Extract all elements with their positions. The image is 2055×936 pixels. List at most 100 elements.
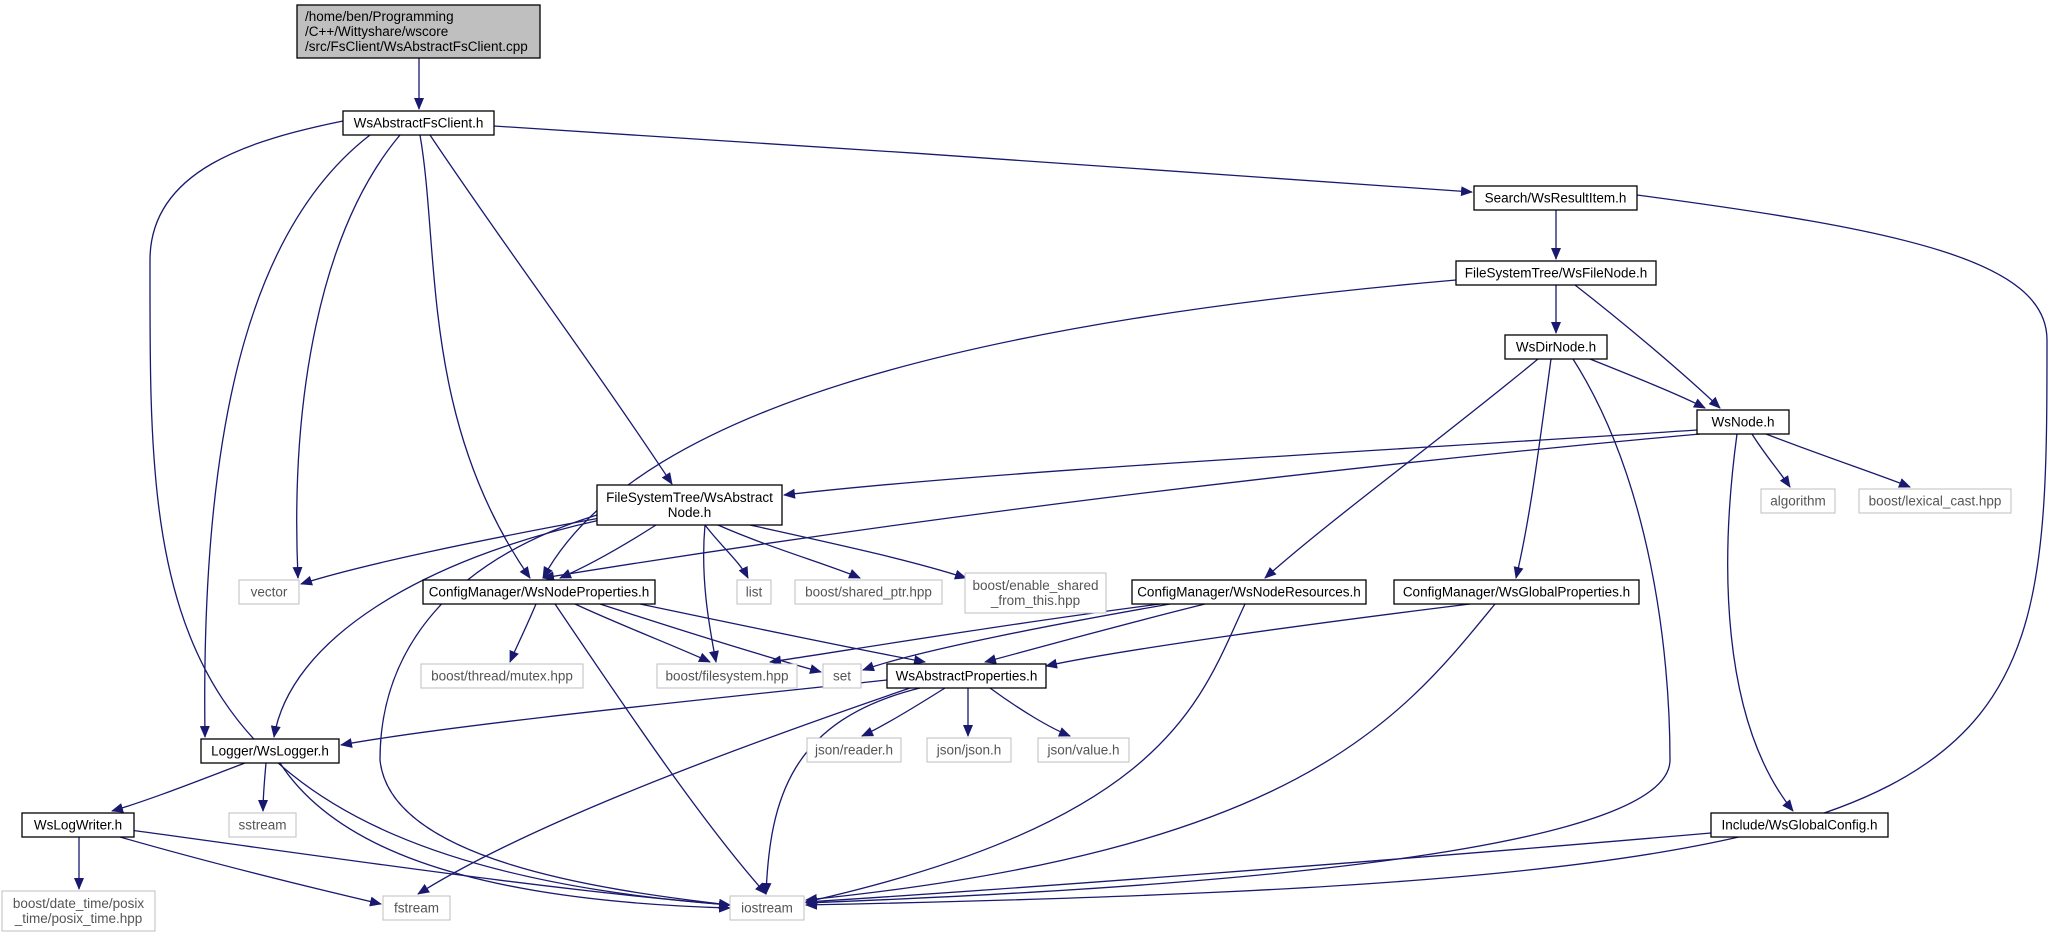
edge-wsnodeproperties-to-mutex [509, 603, 537, 663]
edge-wsabstractfsclient-to-wsresultitem [493, 125, 1473, 197]
node-label: ConfigManager/WsGlobalProperties.h [1403, 585, 1630, 600]
edge-wsabstractnode-to-sharedptr [717, 524, 861, 579]
node-filesystem: boost/filesystem.hpp [656, 663, 798, 689]
edge-wsnode-to-wsglobalconfig [1727, 433, 1794, 812]
edge-wsnoderesources-to-set [862, 603, 1171, 672]
node-wsnode[interactable]: WsNode.h [1696, 409, 1790, 435]
node-box [238, 579, 300, 605]
node-label: Node.h [668, 505, 712, 520]
node-label: Logger/WsLogger.h [211, 744, 329, 759]
edge-wsabstractproperties-to-wslogger [340, 679, 888, 748]
node-label: WsLogWriter.h [34, 818, 122, 833]
edge-wsabstractnode-to-iostream [379, 514, 731, 909]
edge-wslogwriter-to-iostream [129, 829, 731, 910]
edge-wsabstractfsclient-to-vector [292, 134, 401, 579]
node-algorithm: algorithm [1760, 488, 1836, 514]
node-iostream: iostream [729, 895, 805, 921]
node-box [1760, 488, 1836, 514]
node-box [1393, 579, 1640, 605]
node-label: fstream [394, 901, 439, 916]
node-wsdirnode[interactable]: WsDirNode.h [1504, 334, 1608, 360]
edge-wsabstractnode-to-vector [300, 517, 601, 586]
node-box [822, 663, 862, 689]
node-wsnoderesources[interactable]: ConfigManager/WsNodeResources.h [1131, 579, 1367, 605]
edge-wslogwriter-to-fstream [119, 836, 382, 907]
edge-wsabstractnode-to-filesystem [703, 524, 719, 663]
node-set: set [822, 663, 862, 689]
node-label: /src/FsClient/WsAbstractFsClient.cpp [305, 39, 528, 54]
node-box [1, 890, 156, 932]
node-wsfilenode[interactable]: FileSystemTree/WsFileNode.h [1455, 260, 1657, 286]
node-box [1131, 579, 1367, 605]
node-mutex: boost/thread/mutex.hpp [420, 663, 584, 689]
node-jsonreader: json/reader.h [806, 737, 902, 763]
node-label: list [746, 585, 763, 600]
edge-wsabstractfsclient-to-iostream [149, 120, 731, 910]
node-root[interactable]: /home/ben/Programming/C++/Wittyshare/wsc… [296, 4, 541, 59]
node-label: FileSystemTree/WsFileNode.h [1465, 266, 1648, 281]
node-wsnodeproperties[interactable]: ConfigManager/WsNodeProperties.h [422, 579, 656, 605]
node-label: /C++/Wittyshare/wscore [305, 24, 448, 39]
node-label: algorithm [1770, 494, 1826, 509]
node-box [21, 812, 135, 838]
node-wsabstractfsclient[interactable]: WsAbstractFsClient.h [342, 110, 495, 136]
node-label: ConfigManager/WsNodeResources.h [1137, 585, 1361, 600]
node-label: Search/WsResultItem.h [1485, 191, 1627, 206]
edge-wsnodeproperties-to-filesystem [574, 603, 711, 663]
node-box [656, 663, 798, 689]
node-wsglobalconfig[interactable]: Include/WsGlobalConfig.h [1710, 812, 1889, 838]
edge-wsabstractfsclient-to-wslogger [199, 134, 371, 738]
edge-wsfilenode-to-wsnode [1574, 284, 1721, 409]
node-box [886, 663, 1047, 689]
edge-wsdirnode-to-wsnoderesources [1264, 358, 1539, 579]
node-label: vector [251, 585, 288, 600]
node-wsresultitem[interactable]: Search/WsResultItem.h [1473, 185, 1638, 211]
edge-wsabstractnode-to-wsnodeproperties [559, 524, 657, 579]
edge-wsdirnode-to-wsnode [1589, 358, 1706, 409]
node-box [342, 110, 495, 136]
edge-wsabstractproperties-to-jsonvalue [989, 687, 1071, 737]
node-box [964, 572, 1107, 614]
node-wsabstractproperties[interactable]: WsAbstractProperties.h [886, 663, 1047, 689]
node-box [1504, 334, 1608, 360]
node-label: boost/filesystem.hpp [665, 669, 788, 684]
edge-wsnode-to-algorithm [1751, 433, 1791, 488]
node-fstream: fstream [382, 895, 451, 921]
node-label: _time/posix_time.hpp [14, 911, 143, 926]
node-sstream: sstream [228, 812, 297, 838]
node-box [729, 895, 805, 921]
node-wslogwriter[interactable]: WsLogWriter.h [21, 812, 135, 838]
node-vector: vector [238, 579, 300, 605]
dependency-nodes: /home/ben/Programming/C++/Wittyshare/wsc… [1, 4, 2012, 932]
edge-wslogger-to-wslogwriter [111, 762, 246, 813]
edge-wsabstractfsclient-to-wsabstractnode [429, 134, 673, 485]
node-box [1710, 812, 1889, 838]
edge-wsglobalproperties-to-iostream [805, 603, 1496, 904]
edge-wsdirnode-to-wsglobalproperties [1513, 358, 1552, 579]
node-enableshared: boost/enable_shared_from_this.hpp [964, 572, 1107, 614]
node-list: list [736, 579, 772, 605]
node-box [228, 812, 297, 838]
edge-wsabstractproperties-to-iostream [761, 687, 921, 895]
edge-wsnoderesources-to-iostream [805, 603, 1246, 905]
edge-wsabstractnode-to-list [704, 524, 749, 579]
node-box [200, 738, 340, 764]
edge-wsabstractproperties-to-fstream [417, 687, 911, 895]
node-label: sstream [238, 818, 286, 833]
node-label: boost/enable_shared [972, 578, 1098, 593]
node-wslogger[interactable]: Logger/WsLogger.h [200, 738, 340, 764]
edge-wsnode-to-lexicalcast [1765, 433, 1911, 488]
node-label: boost/shared_ptr.hpp [805, 585, 932, 600]
node-label: WsAbstractFsClient.h [354, 116, 484, 131]
node-box [422, 579, 656, 605]
edge-wslogger-to-sstream [258, 762, 269, 812]
node-wsglobalproperties[interactable]: ConfigManager/WsGlobalProperties.h [1393, 579, 1640, 605]
node-box [806, 737, 902, 763]
edge-wsnodeproperties-to-wsabstractproperties [639, 603, 926, 665]
node-box [1037, 737, 1130, 763]
node-box [1473, 185, 1638, 211]
node-label: _from_this.hpp [990, 593, 1080, 608]
edge-wsdirnode-to-iostream [805, 358, 1671, 908]
node-label: set [833, 669, 851, 684]
